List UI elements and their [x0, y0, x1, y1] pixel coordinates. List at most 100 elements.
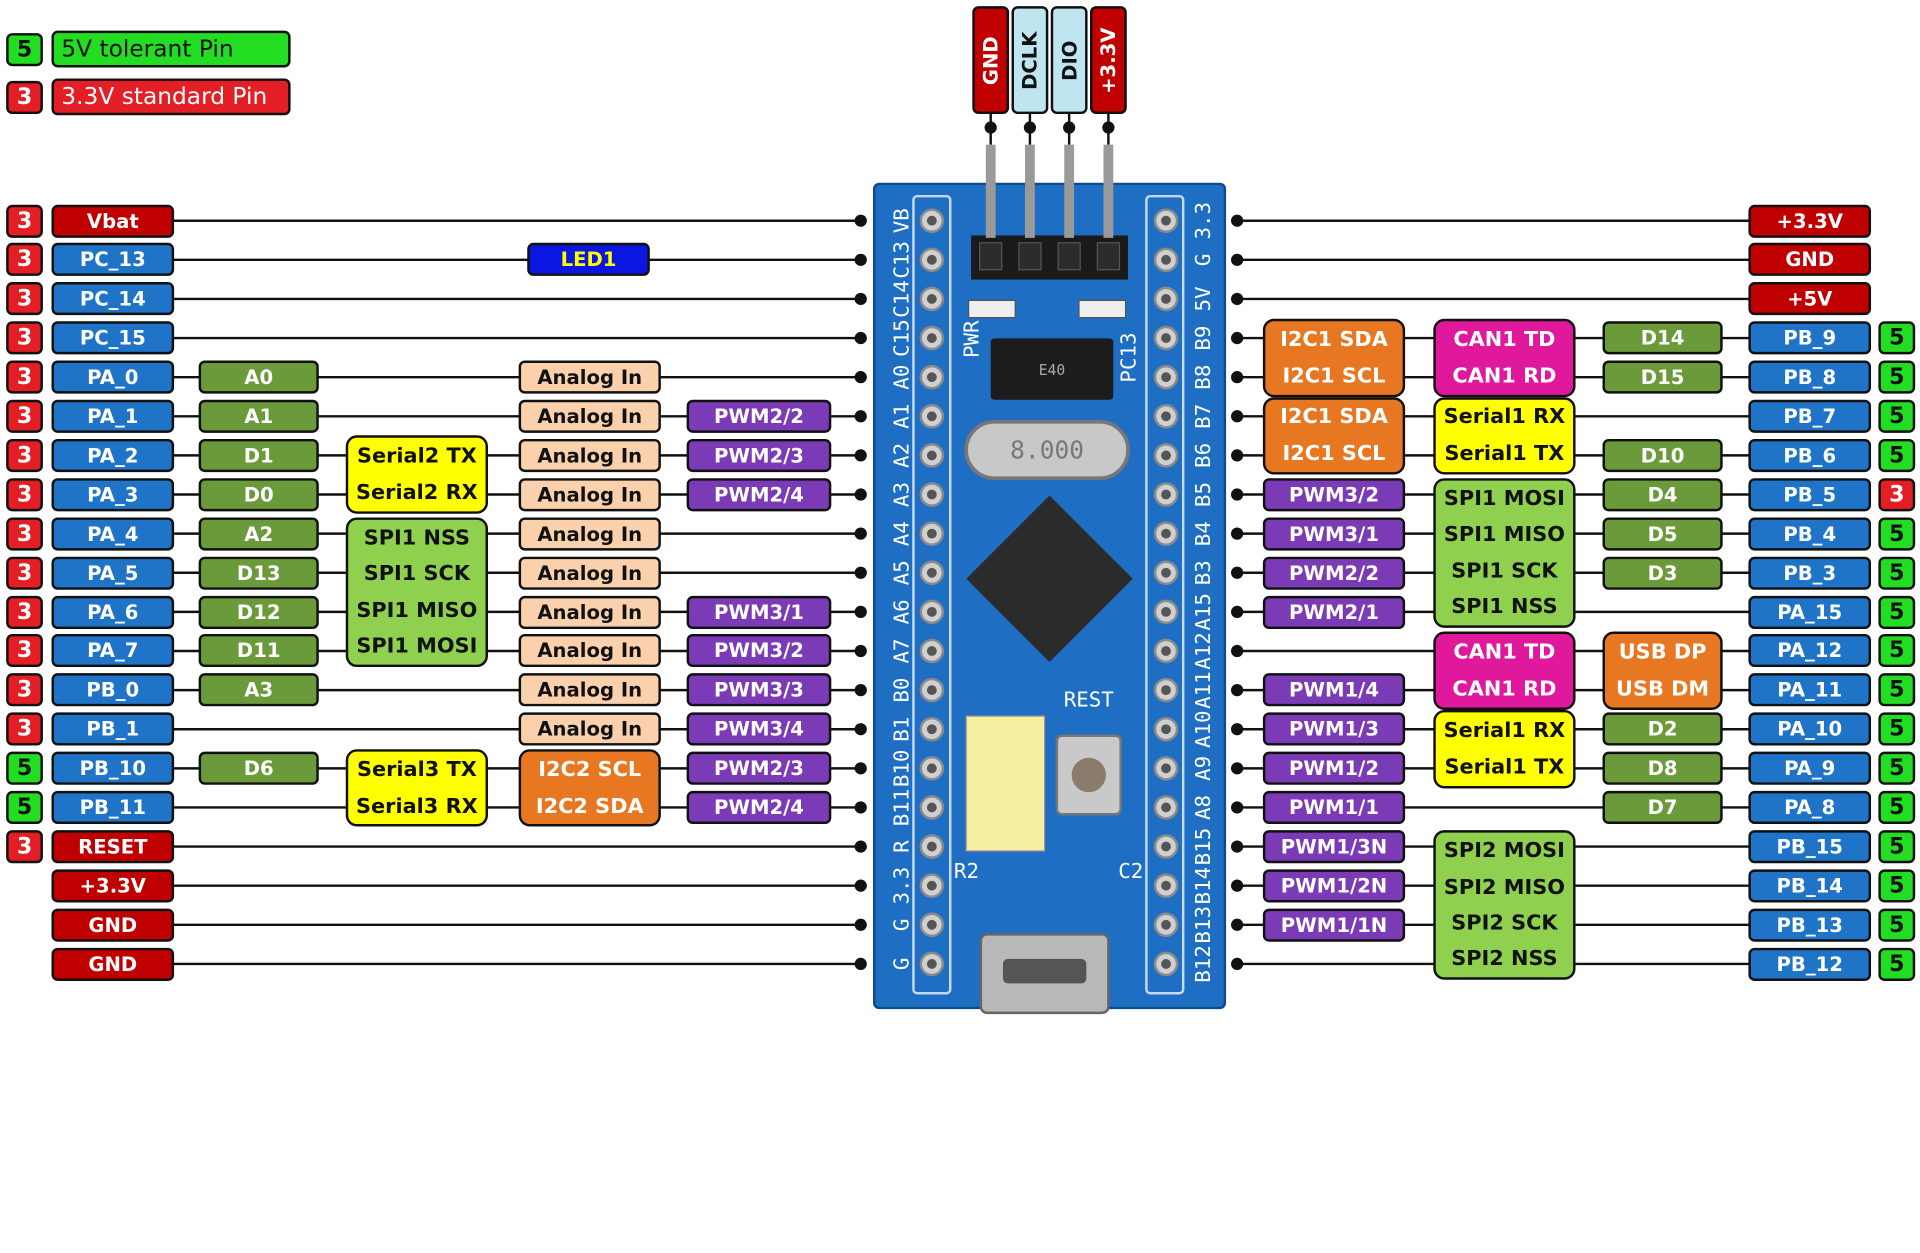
pwm-label: PWM2/2 — [1262, 556, 1406, 590]
swd-header-socket — [1096, 242, 1121, 271]
i2c1-group-item: I2C1 SCL — [1282, 363, 1386, 389]
board-silk-left: B11 — [889, 789, 913, 827]
pwm-label: PWM3/3 — [686, 673, 832, 707]
left-pin-dot — [854, 723, 867, 736]
left-pin-dot — [854, 918, 867, 931]
board-pad-hole — [1161, 411, 1171, 422]
spi2-group-item: SPI2 NSS — [1451, 947, 1558, 972]
voltage-badge: 5 — [1878, 556, 1916, 590]
analog-in-label: Analog In — [518, 477, 661, 512]
spi1-group-item: SPI1 SCK — [1451, 558, 1558, 584]
voltage-badge: 5 — [1878, 399, 1916, 433]
left-pin-dot — [854, 840, 867, 853]
board-pad-hole — [1161, 606, 1171, 617]
swd-wire-dot — [1102, 121, 1115, 134]
left-pin-dot — [854, 410, 867, 423]
pwm-label: PWM3/1 — [1262, 517, 1406, 551]
board-silk-left: C14 — [889, 280, 913, 318]
regulator-marking: E40 — [1039, 362, 1066, 379]
left-pin-dot — [854, 214, 867, 227]
board-pad-hole — [1161, 646, 1171, 656]
left-pin-dot — [854, 253, 867, 266]
board-silk-rest: REST — [1064, 687, 1115, 711]
pin-label: PC_15 — [51, 321, 175, 355]
voltage-badge: 5 — [6, 790, 43, 825]
swd-pin-label: DIO — [1050, 6, 1088, 115]
serial1-group-item: Serial1 RX — [1443, 718, 1566, 743]
board-silk-right: 3.3 — [1191, 202, 1215, 240]
board-pad-hole — [926, 528, 937, 539]
arduino-pin-label: D12 — [198, 595, 319, 629]
pwr-led — [968, 299, 1016, 319]
board-silk-right: A9 — [1191, 756, 1215, 781]
board-pad-hole — [1161, 489, 1171, 500]
pin-label: PA_9 — [1748, 751, 1872, 785]
swd-header-socket — [1018, 242, 1042, 271]
board-silk-right: A11 — [1191, 671, 1215, 709]
board-pad-hole — [1161, 724, 1171, 735]
voltage-badge: 5 — [1878, 673, 1916, 707]
pwm-label: PWM2/2 — [686, 399, 832, 433]
pwm-label: PWM1/2N — [1262, 869, 1406, 903]
board-silk-right: G — [1191, 254, 1215, 267]
left-pin-dot — [854, 371, 867, 384]
analog-in-label: Analog In — [518, 634, 661, 668]
pin-label: PB_8 — [1748, 360, 1872, 394]
swd-pin-text: DCLK — [1018, 30, 1042, 90]
legend-badge: 3 — [6, 80, 43, 114]
board-silk-left: A6 — [889, 599, 913, 624]
micro-usb-opening — [1002, 958, 1087, 984]
i2c2-group-item: I2C2 SDA — [535, 793, 644, 819]
voltage-badge: 5 — [6, 751, 43, 785]
left-pin-dot — [854, 605, 867, 619]
pin-label: PA_11 — [1748, 673, 1872, 707]
swd-header-socket — [979, 242, 1003, 271]
left-pin-dot — [854, 449, 867, 462]
serial1-group-item: Serial1 RX — [1443, 405, 1566, 430]
pwm-label: PWM2/4 — [686, 477, 832, 512]
boot-jumpers — [965, 715, 1046, 852]
arduino-pin-label: A3 — [198, 673, 319, 707]
arduino-pin-label: D3 — [1602, 556, 1723, 590]
voltage-badge: 5 — [1878, 790, 1916, 825]
swd-header-pin — [1103, 144, 1114, 238]
pin-label: PB_13 — [1748, 908, 1872, 942]
arduino-pin-label: D2 — [1602, 712, 1723, 746]
pin-label: +3.3V — [1748, 204, 1872, 238]
pin-label: PA_1 — [51, 399, 175, 433]
pin-label: +3.3V — [51, 869, 175, 903]
board-pad-hole — [1161, 959, 1171, 969]
board-pad-hole — [926, 411, 937, 422]
pin-label: PB_4 — [1748, 517, 1872, 551]
board-silk-right: B8 — [1191, 365, 1215, 390]
swd-wire-dot — [1023, 121, 1037, 134]
voltage-badge: 3 — [6, 556, 43, 590]
pin-label: PA_10 — [1748, 712, 1872, 746]
board-silk-left: B0 — [889, 678, 913, 703]
pwm-label: PWM1/4 — [1262, 673, 1406, 707]
pwm-label: PWM2/4 — [686, 790, 832, 825]
board-silk-left: A3 — [889, 482, 913, 507]
pwm-label: PWM2/1 — [1262, 595, 1406, 629]
board-pad-hole — [1161, 254, 1171, 265]
left-pin-dot — [854, 292, 867, 306]
arduino-pin-label: D0 — [198, 477, 319, 512]
usb-group-item: USB DP — [1618, 639, 1707, 665]
voltage-badge: 3 — [6, 243, 43, 277]
board-silk-left: A0 — [889, 365, 913, 390]
board-pad-hole — [926, 372, 937, 383]
legend-text: 3.3V standard Pin — [51, 78, 291, 116]
board-pad-hole — [926, 802, 937, 813]
voltage-badge: 5 — [1878, 869, 1916, 903]
pin-label: PC_14 — [51, 282, 175, 316]
swd-pin-text: +3.3V — [1096, 26, 1121, 94]
pin-label: PB_7 — [1748, 399, 1872, 433]
pwm-label: PWM2/3 — [686, 751, 832, 785]
left-pin-dot — [854, 331, 867, 345]
